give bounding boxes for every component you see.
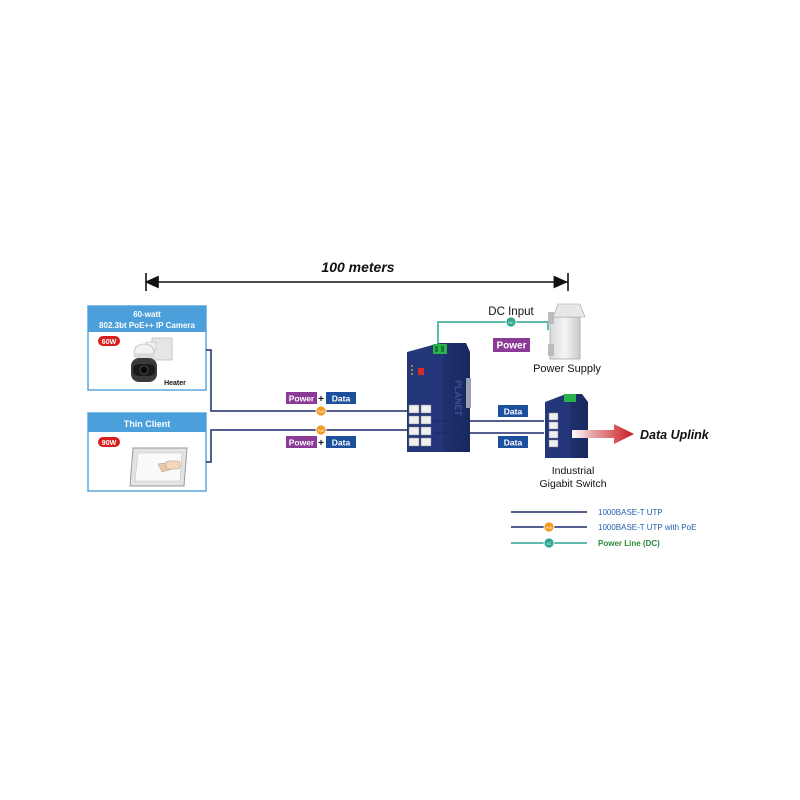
data-uplink: Data Uplink	[572, 424, 710, 444]
power-supply-label: Power Supply	[533, 363, 601, 375]
legend-label-dc: Power Line (DC)	[598, 539, 660, 548]
legend-poe-dot-text: PoE	[546, 526, 553, 530]
power-tag	[286, 392, 317, 404]
data-tag	[326, 436, 356, 448]
industrial-switch-label-1: Industrial	[552, 465, 595, 477]
legend-poe-dot	[543, 521, 555, 533]
thin-client-device-card: Thin Client 90W	[87, 412, 207, 492]
poe-switch-ports	[408, 404, 432, 447]
thin-client-watt-badge	[98, 437, 120, 447]
thin-client-card-header	[88, 413, 206, 432]
industrial-switch-terminal	[564, 394, 576, 402]
poe-switch-brand: PLANET	[453, 380, 463, 417]
thin-client-cable	[206, 429, 407, 463]
legend: 1000BASE-T UTP PoE 1000BASE-T UTP with P…	[511, 508, 696, 549]
poe-switch-dc-terminal	[433, 344, 447, 354]
power-data-tag-top: Power + Data	[286, 392, 356, 405]
industrial-switch-device: Industrial Gigabit Switch	[539, 394, 607, 490]
power-tag-label: Power	[289, 438, 315, 448]
camera-title-line1: 60-watt	[133, 310, 161, 319]
camera-card-header	[88, 306, 206, 332]
legend-label-poe: 1000BASE-T UTP with PoE	[598, 523, 696, 532]
dc-input: DC DC Input Power	[437, 306, 549, 352]
poe-dot-camera-text: PoE	[318, 410, 325, 414]
dc-power-tag	[493, 338, 530, 352]
data-tag	[326, 392, 356, 404]
camera-device-card: 60-watt 802.3bt PoE++ IP Camera 60W Heat…	[87, 305, 207, 391]
camera-heater-label: Heater	[164, 380, 186, 387]
ptz-camera-icon	[131, 337, 173, 382]
power-supply-body	[549, 316, 581, 360]
power-supply-device: Power Supply	[533, 303, 601, 375]
data-tag-label: Data	[332, 394, 351, 404]
data-tag-link-top-label: Data	[504, 407, 523, 417]
poe-dot-camera	[315, 405, 327, 417]
power-data-tag-bottom: Power + Data	[286, 436, 356, 449]
camera-watt-badge	[98, 336, 120, 346]
dc-power-tag-label: Power	[496, 341, 526, 352]
poe-dot-thin-client	[315, 424, 327, 436]
power-tag-label: Power	[289, 394, 315, 404]
data-tag-link-bottom	[498, 436, 528, 448]
industrial-switch-label-2: Gigabit Switch	[539, 478, 606, 490]
data-tag-link-top	[498, 405, 528, 417]
camera-title-line2: 802.3bt PoE++ IP Camera	[99, 321, 195, 330]
poe-switch-front	[407, 352, 443, 452]
data-tag-label: Data	[332, 438, 351, 448]
dc-power-line	[437, 321, 549, 344]
touch-monitor-icon	[129, 447, 188, 487]
poe-dot-thin-client-text: PoE	[318, 429, 325, 433]
device-cables: PoE PoE	[206, 349, 407, 463]
dc-input-label: DC Input	[488, 306, 534, 318]
poe-switch-device: PLANET	[407, 343, 471, 452]
dc-dot	[505, 316, 517, 328]
data-links: Data Data	[434, 405, 544, 448]
distance-label: 100 meters	[321, 259, 394, 275]
plus-sign: +	[318, 438, 324, 449]
data-tag-link-bottom-label: Data	[504, 438, 523, 448]
legend-dc-dot-text: DC	[546, 542, 552, 546]
distance-indicator: 100 meters	[144, 259, 569, 291]
thin-client-title: Thin Client	[124, 419, 171, 429]
thin-client-watt-label: 90W	[102, 440, 117, 447]
uplink-label: Data Uplink	[640, 428, 710, 442]
legend-dc-dot	[543, 537, 555, 549]
plus-sign: +	[318, 394, 324, 405]
legend-label-utp: 1000BASE-T UTP	[598, 508, 663, 517]
camera-watt-label: 60W	[102, 339, 117, 346]
dc-dot-text: DC	[508, 320, 514, 325]
camera-cable	[206, 349, 407, 412]
power-tag	[286, 436, 317, 448]
uplink-arrow	[572, 424, 634, 444]
